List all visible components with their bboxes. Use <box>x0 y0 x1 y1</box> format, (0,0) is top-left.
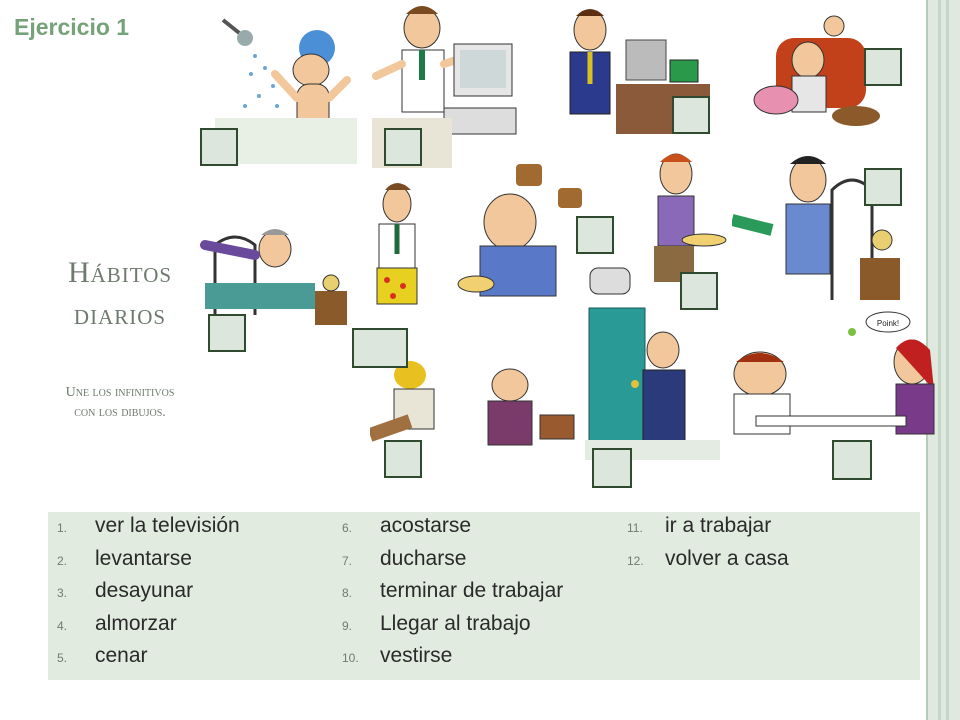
illustration-commute <box>370 355 580 460</box>
list-item: 2.levantarse <box>57 546 192 570</box>
illustration-dinner: Poink! <box>720 310 940 450</box>
answer-box-dinner[interactable] <box>832 440 872 480</box>
page-heading: Hábitos diarios <box>40 252 200 336</box>
answer-box-bedtime[interactable] <box>864 168 902 206</box>
instructions-line-1: Une los infinitivos <box>65 385 175 400</box>
vocabulary-column-1: 1.ver la televisión 2.levantarse 3.desay… <box>48 514 240 677</box>
list-item: 1.ver la televisión <box>57 514 240 537</box>
list-item: 4.almorzar <box>57 611 177 635</box>
list-item: 3.desayunar <box>57 579 194 603</box>
heading-line-2: diarios <box>73 298 167 331</box>
instructions-line-2: con los dibujos. <box>74 405 166 420</box>
illustration-computer <box>362 0 522 168</box>
illustration-arrive-home <box>585 300 720 460</box>
heading-line-1: Hábitos <box>67 256 173 289</box>
list-item: 8.terminar de trabajar <box>342 579 564 603</box>
list-item: 9.Llegar al trabajo <box>342 611 531 635</box>
list-item: 12.volver a casa <box>627 546 789 570</box>
answer-box-lunch[interactable] <box>680 272 718 310</box>
answer-box-breakfast[interactable] <box>576 216 614 254</box>
illustration-dressing <box>355 176 435 332</box>
answer-box-commute[interactable] <box>384 440 422 478</box>
list-item: 6.acostarse <box>342 514 472 537</box>
answer-box-computer[interactable] <box>384 128 422 166</box>
illustration-lunch <box>640 146 732 286</box>
instructions: Une los infinitivos con los dibujos. <box>40 383 200 423</box>
illustration-shower <box>215 8 357 164</box>
list-item: 7.ducharse <box>342 546 467 570</box>
vocabulary-column-2: 6.acostarse 7.ducharse 8.terminar de tra… <box>333 514 563 677</box>
exercise-title: Ejercicio 1 <box>14 14 130 40</box>
illustration-breakfast <box>440 158 632 298</box>
illustration-tv <box>736 8 896 132</box>
illustration-wake-up <box>195 205 350 335</box>
list-item: 11.ir a trabajar <box>627 514 772 537</box>
balloon-text: Poink! <box>877 319 899 328</box>
vocabulary-column-3: 11.ir a trabajar 12.volver a casa <box>618 514 789 579</box>
answer-box-office[interactable] <box>672 96 710 134</box>
illustration-bedtime <box>732 150 908 310</box>
list-item: 10.vestirse <box>342 644 453 668</box>
answer-box-tv[interactable] <box>864 48 902 86</box>
answer-box-arrive-home[interactable] <box>592 448 632 488</box>
vocabulary-panel: 1.ver la televisión 2.levantarse 3.desay… <box>48 512 920 680</box>
list-item: 5.cenar <box>57 644 148 668</box>
illustration-office <box>530 0 710 140</box>
answer-box-dressing[interactable] <box>352 328 408 368</box>
answer-box-wake-up[interactable] <box>208 314 246 352</box>
answer-box-shower[interactable] <box>200 128 238 166</box>
